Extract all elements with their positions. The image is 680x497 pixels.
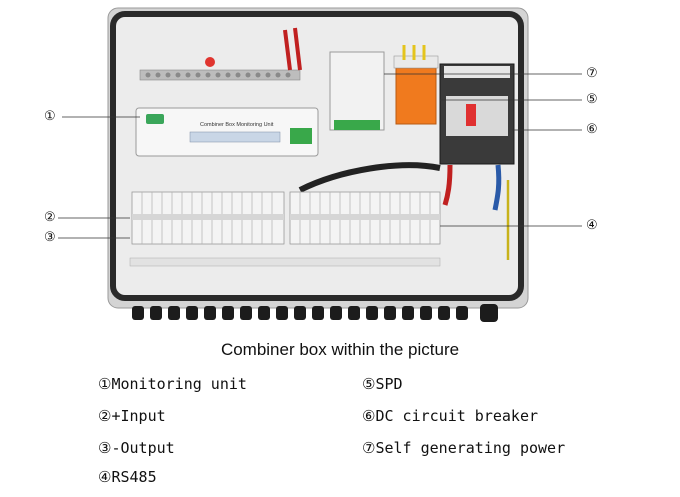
- legend-item-rs485: ④RS485: [98, 468, 157, 486]
- legend-text: DC circuit breaker: [375, 407, 539, 425]
- dc-breaker-face: [446, 96, 508, 136]
- ground-sticker: [205, 57, 215, 67]
- callout-lines: [58, 73, 582, 239]
- fuse-bank-left: [131, 191, 285, 245]
- legend-item-dc-circuit-breaker: ⑥DC circuit breaker: [362, 407, 538, 425]
- legend-item-output: ③-Output: [98, 439, 175, 457]
- busbar-screws: [145, 72, 291, 78]
- black-cable-harness: [298, 162, 441, 193]
- legend-text: +Input: [111, 407, 166, 425]
- legend-marker: ④: [98, 468, 112, 486]
- callout-7: ⑦: [586, 66, 598, 81]
- legend-item-self-generating-power: ⑦Self generating power: [362, 439, 565, 457]
- legend-marker: ③: [98, 439, 112, 457]
- red-cable-breaker: [442, 164, 453, 206]
- terminal-strip: [129, 257, 441, 267]
- legend-text: Self generating power: [375, 439, 566, 457]
- combiner-box-photo: Combiner Box Monitoring Unit: [58, 7, 582, 322]
- dc-breaker-top-terminals: [444, 66, 510, 78]
- callout-4: ④: [586, 218, 598, 233]
- callout-5: ⑤: [586, 92, 598, 107]
- legend-text: RS485: [111, 468, 157, 486]
- dc-breaker-toggle: [466, 104, 476, 126]
- legend-marker: ⑥: [362, 407, 376, 425]
- cable-glands: [132, 304, 498, 322]
- legend-marker: ⑤: [362, 375, 376, 393]
- power-supply-module: [329, 51, 385, 131]
- legend-text: SPD: [375, 375, 403, 393]
- blue-cable-breaker: [492, 164, 502, 211]
- legend-marker: ①: [98, 375, 112, 393]
- legend-item-input: ②+Input: [98, 407, 166, 425]
- legend-item-spd: ⑤SPD: [362, 375, 403, 393]
- legend-marker: ⑦: [362, 439, 376, 457]
- legend-text: Monitoring unit: [111, 375, 247, 393]
- monitoring-unit-logo: [146, 114, 164, 124]
- spd-module: [395, 67, 437, 125]
- callout-2: ②: [44, 210, 56, 225]
- monitoring-unit-display: [189, 131, 281, 143]
- monitoring-unit-terminals: [290, 128, 312, 144]
- fuse-bank-right: [289, 191, 441, 245]
- power-supply-terminals: [334, 120, 380, 130]
- spd-base: [393, 55, 439, 69]
- figure-caption: Combiner box within the picture: [220, 340, 460, 359]
- callout-6: ⑥: [586, 122, 598, 137]
- monitoring-unit-label: Combiner Box Monitoring Unit: [200, 122, 274, 128]
- legend-item-monitoring-unit: ①Monitoring unit: [98, 375, 247, 393]
- red-cable-top: [283, 27, 302, 71]
- callout-3: ③: [44, 230, 56, 245]
- legend-marker: ②: [98, 407, 112, 425]
- callout-1: ①: [44, 109, 56, 124]
- legend-text: -Output: [111, 439, 175, 457]
- spd-wires: [402, 45, 426, 60]
